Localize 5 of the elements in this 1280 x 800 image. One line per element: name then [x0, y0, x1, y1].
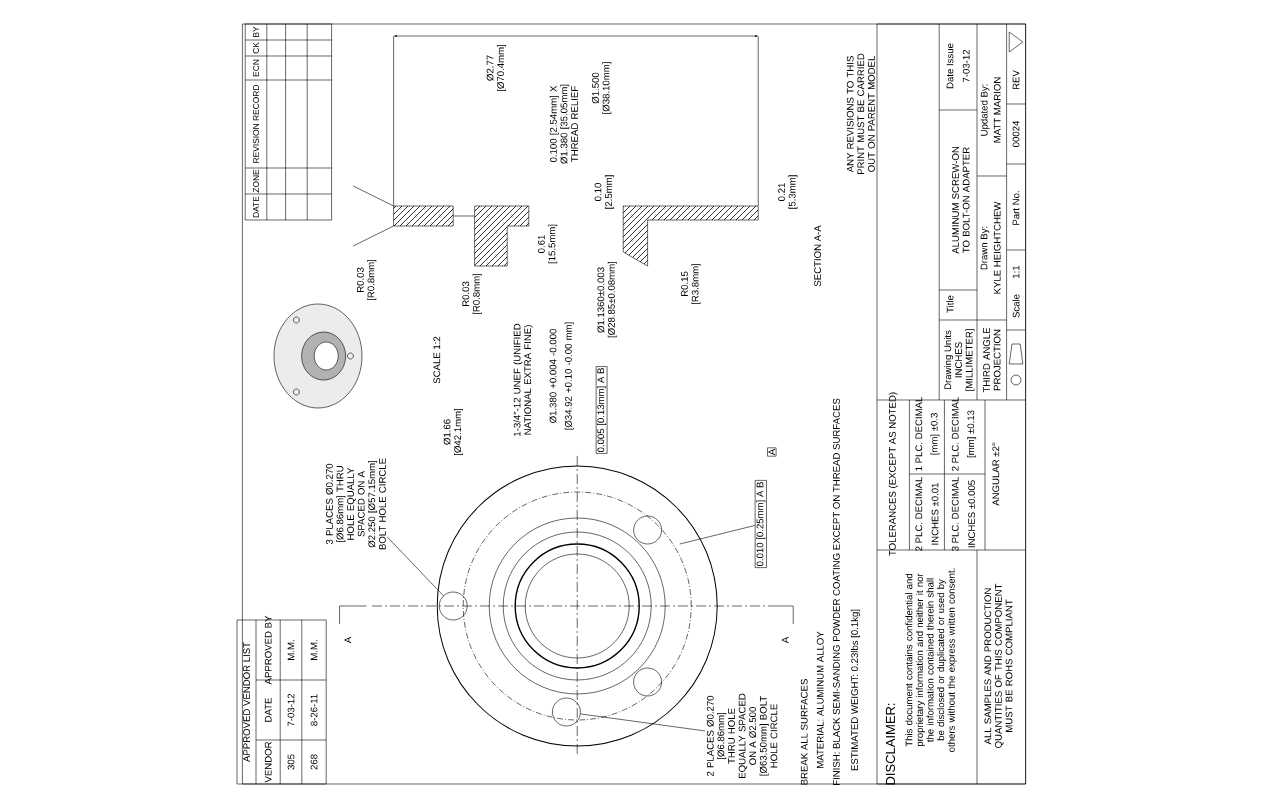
leader-line	[580, 713, 706, 732]
leader-line	[679, 525, 756, 545]
hole-circle	[438, 591, 468, 621]
hole-circle	[552, 697, 581, 727]
leader-line	[387, 536, 444, 596]
